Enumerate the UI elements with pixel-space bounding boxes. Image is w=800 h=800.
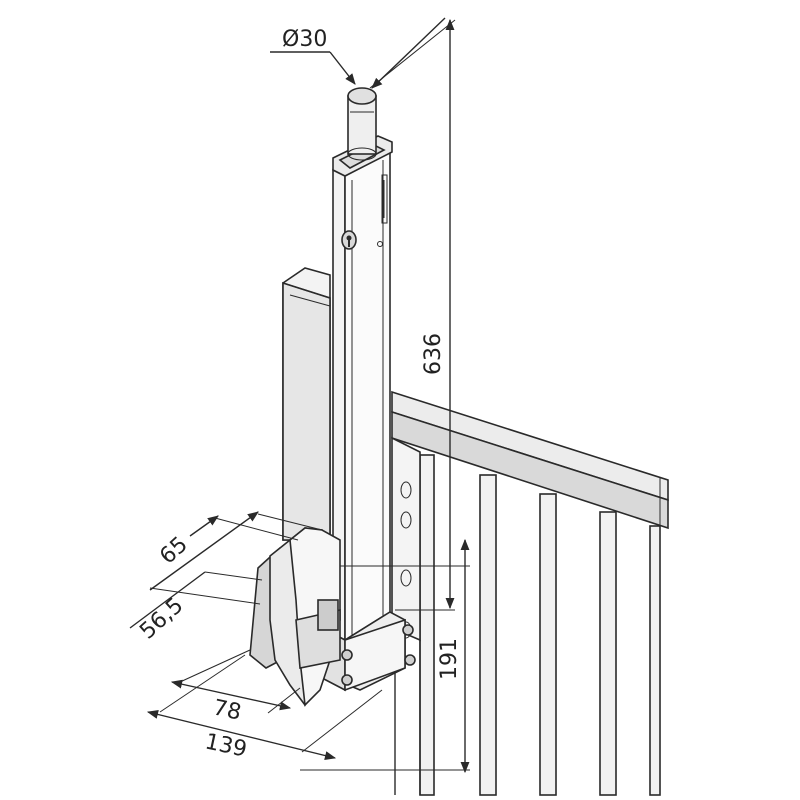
- dim-height-lower-label: 191: [437, 638, 462, 680]
- dim-width-b: 56,5: [129, 571, 263, 644]
- dim-height-lower: 191: [300, 538, 470, 774]
- dim-height-total-label: 636: [421, 333, 446, 375]
- dim-depth-a-label: 78: [211, 695, 244, 725]
- mounting-holes: [400, 481, 412, 639]
- dim-depth-b-label: 139: [203, 729, 249, 762]
- dim-height-total: 636: [369, 18, 456, 611]
- lock-column: [332, 87, 393, 642]
- lever-handle: [249, 527, 341, 707]
- wall-post: [282, 267, 331, 541]
- bottom-bracket: [321, 611, 416, 692]
- dim-diameter-label: Ø30: [282, 27, 327, 52]
- dim-diameter: Ø30: [270, 17, 446, 89]
- dim-width-b-label: 56,5: [135, 593, 188, 644]
- key-cylinder-icon: [341, 230, 357, 250]
- gate-fence: [391, 390, 669, 796]
- top-pin: [347, 87, 377, 161]
- bracket-screws: [341, 624, 416, 686]
